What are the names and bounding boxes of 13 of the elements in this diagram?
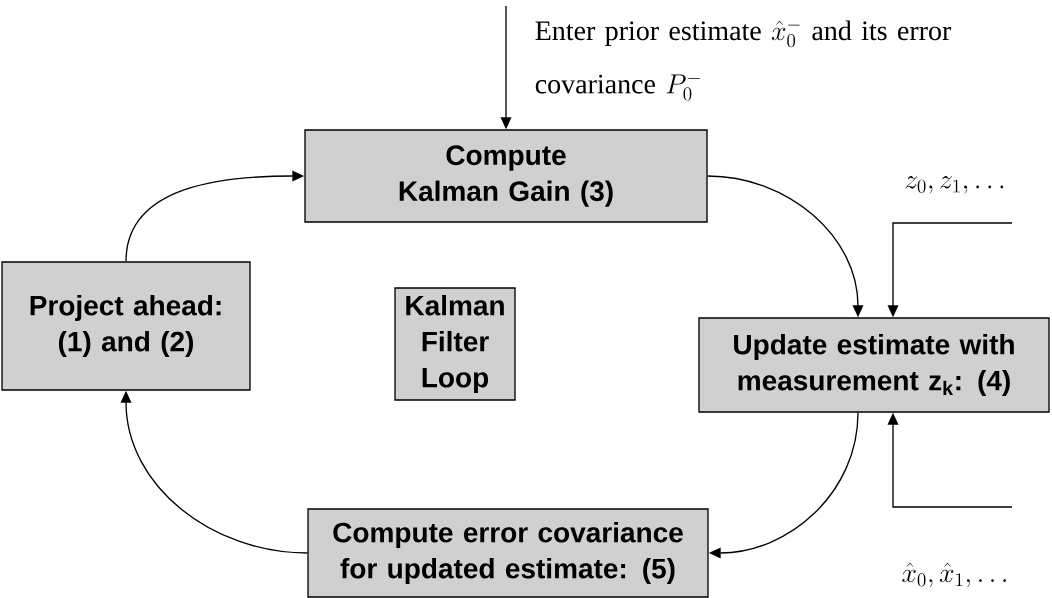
note-text: Enter prior estimate $\hat{x}_0^-$ and its error covariance $P_0^-$: [535, 20, 952, 101]
process-box: Kalman Filter Loop: [394, 287, 516, 401]
process-box: Compute Kalman Gain (3): [304, 129, 708, 223]
label: $\hat{x}_0^-$: [771, 20, 800, 48]
label: covariance: [535, 74, 656, 94]
label: and its error: [812, 20, 952, 41]
estimate-label: $\hat{x}_0 , \hat{x}_1 ,\ldots$: [902, 562, 1006, 588]
process-box: Update estimate with measurement z$_{k}$: (4): [698, 317, 1050, 413]
label: Enter prior estimate: [535, 21, 761, 46]
label: $P_0^-$: [666, 74, 700, 101]
process-box: Compute error covariance for updated estimate: (5): [307, 508, 709, 598]
process-box: Project ahead: (1) and (2): [1, 261, 251, 391]
measurement-label: $z_0 , z_1 ,\ldots$: [905, 176, 1004, 194]
